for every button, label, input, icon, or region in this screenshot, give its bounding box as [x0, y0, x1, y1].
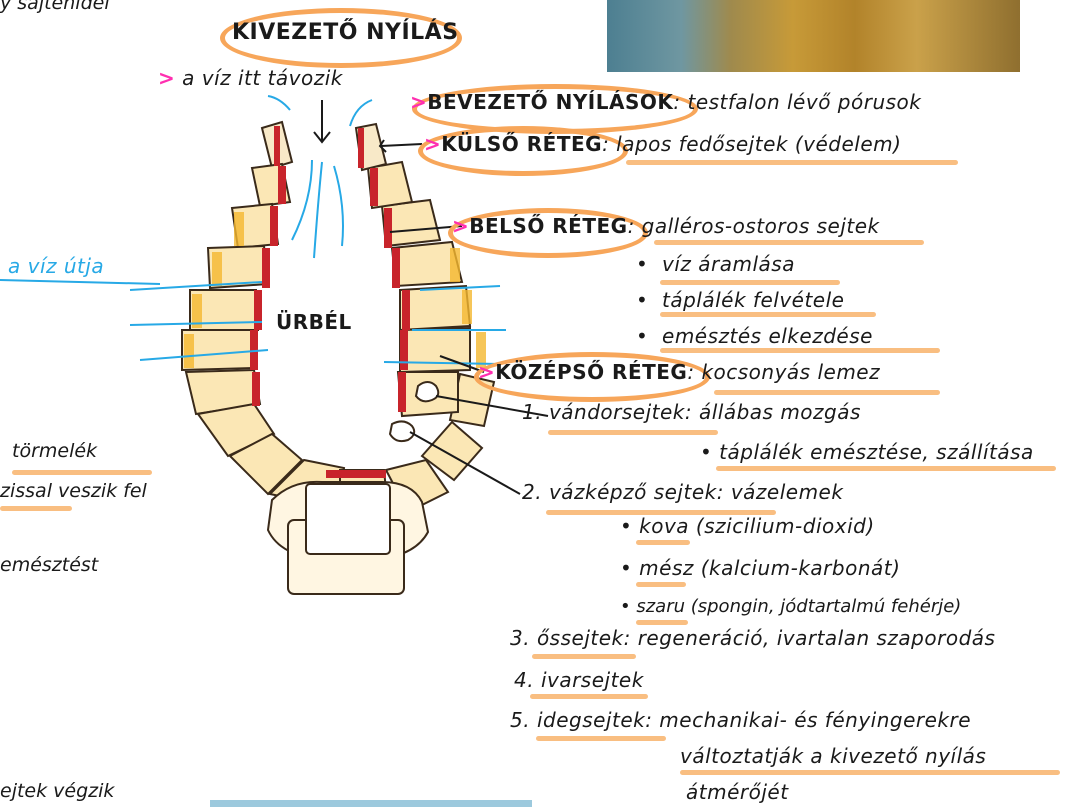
highlight-cell-1-bullet — [716, 466, 1056, 471]
bevezeto-title: BEVEZETŐ NYÍLÁSOK — [427, 90, 673, 114]
water-out-text: a víz itt távozik — [182, 66, 343, 90]
water-out-label: > a víz itt távozik — [158, 66, 343, 90]
cell-3: 3. őssejtek: regeneráció, ivartalan szap… — [510, 626, 995, 650]
cell-2-bullet-2-text: mész (kalcium-karbonát) — [639, 556, 900, 580]
highlight-emesztes — [660, 348, 940, 353]
cell-5: 5. idegsejtek: mechanikai- és fényingere… — [510, 708, 971, 732]
left-fragment-2: zissal veszik fel — [0, 480, 147, 502]
highlight-mesz — [636, 582, 686, 587]
cell-5-desc: : mechanikai- és fényingerekre — [645, 708, 971, 732]
left-fragment-1: törmelék — [12, 440, 97, 462]
highlight-szaru — [636, 620, 688, 625]
cell-1: 1. vándorsejtek: állábas mozgás — [522, 400, 861, 424]
belso-bullet-3-text: emésztés elkezdése — [662, 324, 873, 348]
kozepso-desc: : kocsonyás lemez — [687, 360, 880, 384]
cell-2-bullet-3: • szaru (spongin, jódtartalmú fehérje) — [620, 596, 961, 617]
cell-2-bullet-1-text: kova (szicilium-dioxid) — [639, 514, 874, 538]
cell-1-bullet: • táplálék emésztése, szállítása — [700, 440, 1034, 464]
cell-2-bullet-1: • kova (szicilium-dioxid) — [620, 514, 875, 538]
left-fragment-3: emésztést — [0, 554, 98, 576]
highlight-kulso — [626, 160, 958, 165]
cell-1-label: 1. vándorsejtek — [522, 400, 685, 424]
belso-title: BELSŐ RÉTEG — [469, 214, 627, 238]
kulso-title: KÜLSŐ RÉTEG — [441, 132, 602, 156]
highlight-cell-3 — [532, 654, 636, 659]
cell-5-desc2: változtatják a kivezető nyílás — [680, 744, 986, 768]
belso-bullet-2: • táplálék felvétele — [636, 288, 844, 312]
cell-5-desc3: átmérőjét — [686, 780, 789, 804]
highlight-cell-5 — [536, 736, 666, 741]
highlight-viz-aramlasa — [660, 280, 840, 285]
kozepso-title: KÖZÉPSŐ RÉTEG — [495, 360, 687, 384]
highlight-taplalek — [660, 312, 876, 317]
highlight-kozepso — [714, 390, 940, 395]
belso-bullet-1-text: víz áramlása — [662, 252, 795, 276]
cell-3-label: 3. őssejtek — [510, 626, 624, 650]
belso-desc: : galléros-ostoros sejtek — [628, 214, 880, 238]
cell-5-label: 5. idegsejtek — [510, 708, 645, 732]
cell-2-desc: : vázelemek — [717, 480, 844, 504]
cell-3-desc: : regeneráció, ivartalan szaporodás — [624, 626, 996, 650]
cavity-label: ÜRBÉL — [276, 310, 352, 334]
cell-2-label: 2. vázképző sejtek — [522, 480, 717, 504]
cell-2-bullet-3-text: szaru (spongin, jódtartalmú fehérje) — [636, 596, 961, 617]
diagram-title: KIVEZETŐ NYÍLÁS — [232, 20, 459, 45]
belso-bullet-1: • víz áramlása — [636, 252, 795, 276]
cell-4: 4. ivarsejtek — [514, 668, 644, 692]
bevezeto-desc: : testfalon lévő pórusok — [673, 90, 921, 114]
belso-bullet-2-text: táplálék felvétele — [662, 288, 844, 312]
highlight-kova — [636, 540, 690, 545]
highlight-cell-1 — [548, 430, 718, 435]
bevezeto-line: >BEVEZETŐ NYÍLÁSOK: testfalon lévő pórus… — [410, 90, 921, 114]
water-path-label: a víz útja — [8, 254, 104, 278]
cell-2-bullet-2: • mész (kalcium-karbonát) — [620, 556, 900, 580]
highlight-cell-5-desc2 — [680, 770, 1060, 775]
cell-4-label: 4. ivarsejtek — [514, 668, 644, 692]
left-fragment-top: y sajtenidei — [0, 0, 110, 14]
kulso-line: >KÜLSŐ RÉTEG: lapos fedősejtek (védelem) — [424, 132, 901, 156]
belso-bullet-3: • emésztés elkezdése — [636, 324, 873, 348]
kozepso-line: >KÖZÉPSŐ RÉTEG: kocsonyás lemez — [478, 360, 880, 384]
cell-1-bullet-text: táplálék emésztése, szállítása — [719, 440, 1034, 464]
cell-1-desc: : állábas mozgás — [685, 400, 861, 424]
kulso-desc: : lapos fedősejtek (védelem) — [602, 132, 901, 156]
highlight-tormelek — [12, 470, 152, 475]
highlight-belso — [654, 240, 924, 245]
highlight-cell-4 — [530, 694, 648, 699]
left-fragment-4: ejtek végzik — [0, 780, 114, 802]
belso-line: >BELSŐ RÉTEG: galléros-ostoros sejtek — [452, 214, 880, 238]
cell-2: 2. vázképző sejtek: vázelemek — [522, 480, 843, 504]
highlight-zissal — [0, 506, 72, 511]
